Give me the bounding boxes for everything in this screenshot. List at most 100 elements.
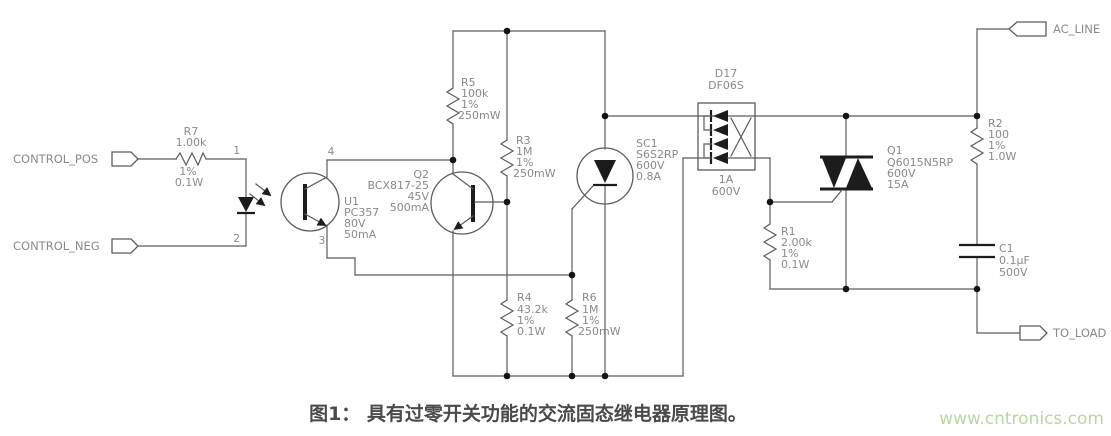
r7-tolerance: 1%: [179, 165, 196, 178]
q2-emitter: [453, 215, 474, 231]
junction-dot: [503, 198, 511, 206]
r2-ref: R2: [988, 117, 1003, 130]
q2-ref: Q2: [413, 168, 429, 181]
pin-1-label: 1: [233, 145, 240, 157]
terminal-flag: [1019, 325, 1048, 341]
junction-dot: [973, 112, 981, 120]
light-arrow-icon: [255, 183, 272, 197]
junction-dot: [601, 112, 609, 120]
q1-voltage: 600V: [887, 167, 916, 180]
r6-value: 1M: [582, 303, 599, 316]
r1-value: 2.00k: [781, 236, 812, 249]
r3-tolerance: 1%: [516, 156, 533, 169]
q2-voltage: 45V: [407, 190, 429, 203]
d17-internal-wire: [703, 115, 712, 131]
r3-ref: R3: [516, 134, 531, 147]
sc1-thyristor-icon: [594, 160, 616, 183]
c1-ref: C1: [999, 242, 1014, 255]
resistor-r5: R5 100k 1% 250mW: [445, 76, 501, 125]
pin-2-label: 2: [233, 233, 240, 245]
junction-dot: [503, 27, 511, 35]
bridge-rectifier-d17: D17 DF06S 1A 600V: [697, 67, 756, 198]
u1-collector: [304, 176, 328, 190]
d17-diode-icon: [713, 152, 728, 164]
d17-current: 1A: [719, 173, 734, 186]
sc1-gate-wire: [571, 185, 594, 210]
d17-diode-icon: [713, 124, 728, 136]
optocoupler-led: 1 2: [233, 145, 272, 245]
terminal-flag: [1008, 21, 1047, 37]
r4-zigzag: [499, 299, 515, 337]
r3-value: 1M: [516, 145, 533, 158]
r4-power: 0.1W: [517, 325, 545, 338]
d17-ref: D17: [715, 67, 737, 80]
u1-ref: U1: [344, 195, 359, 208]
triac-q1: Q1 Q6015N5RP 600V 15A: [769, 144, 954, 203]
r2-value: 100: [988, 128, 1009, 141]
junction-dot: [568, 271, 576, 279]
r5-tolerance: 1%: [461, 98, 478, 111]
sc1-part: S6S2RP: [636, 148, 679, 161]
junction-dot: [842, 285, 850, 293]
control-neg-label: CONTROL_NEG: [13, 239, 100, 253]
u1-body: [280, 172, 340, 232]
led-diode-icon: [238, 197, 254, 212]
junction-dot: [568, 372, 576, 380]
junction-dot: [503, 372, 511, 380]
r4-value: 43.2k: [517, 303, 548, 316]
resistor-r4: R4 43.2k 1% 0.1W: [499, 291, 548, 338]
junction-dot: [842, 112, 850, 120]
u1-emitter: [304, 213, 327, 226]
r1-zigzag: [762, 223, 778, 261]
sc1-body: [576, 147, 634, 205]
r7-value: 1.00k: [176, 136, 207, 149]
r1-ref: R1: [781, 225, 796, 238]
r6-zigzag: [564, 299, 580, 337]
watermark: www.cntronics.com: [939, 409, 1104, 429]
q2-current: 500mA: [390, 201, 430, 214]
q1-triac-icon: [822, 158, 846, 188]
d17-diode-icon: [713, 138, 728, 150]
r2-power: 1.0W: [988, 150, 1016, 163]
terminal-ac-line: AC_LINE: [1008, 21, 1100, 37]
q2-base-bar: [471, 185, 475, 222]
wires: [137, 28, 1021, 377]
d17-cross-wire: [730, 117, 752, 157]
scr-sc1: SC1 S6S2RP 600V 0.8A: [571, 137, 679, 210]
q2-part: BCX817-25: [367, 179, 429, 192]
terminal-control-pos: CONTROL_POS: [13, 151, 139, 167]
r5-ref: R5: [461, 76, 476, 89]
d17-part: DF06S: [708, 79, 744, 92]
r3-zigzag: [499, 139, 515, 177]
r2-tolerance: 1%: [988, 139, 1005, 152]
control-pos-label: CONTROL_POS: [13, 152, 98, 166]
junction-dot: [766, 198, 774, 206]
r6-ref: R6: [582, 291, 597, 304]
r3-power: 250mW: [513, 167, 556, 180]
junction-dots: [449, 27, 981, 380]
resistor-r6: R6 1M 1% 250mW: [564, 291, 621, 338]
r7-ref: R7: [184, 125, 199, 138]
r4-ref: R4: [517, 291, 532, 304]
r5-power: 250mW: [458, 109, 501, 122]
q2-body: [430, 171, 494, 235]
r1-tolerance: 1%: [781, 247, 798, 260]
transistor-q2: Q2 BCX817-25 45V 500mA: [367, 159, 508, 235]
resistor-r3: R3 1M 1% 250mW: [499, 134, 556, 180]
pin-4-label: 4: [328, 146, 335, 158]
pin-3-label: 3: [319, 235, 326, 247]
q1-part: Q6015N5RP: [887, 156, 954, 169]
r5-value: 100k: [461, 87, 489, 100]
sc1-voltage: 600V: [636, 159, 665, 172]
resistor-r7: R7 1.00k 1% 0.1W: [175, 125, 207, 189]
q1-triac-icon: [846, 158, 872, 188]
r4-tolerance: 1%: [517, 314, 534, 327]
figure-caption: 图1： 具有过零开关功能的交流固态继电器原理图。: [309, 402, 747, 425]
r5-zigzag: [445, 87, 461, 125]
to-load-label: TO_LOAD: [1052, 326, 1107, 340]
d17-diode-icon: [713, 110, 728, 122]
junction-dot: [601, 372, 609, 380]
r7-zigzag: [175, 151, 207, 167]
